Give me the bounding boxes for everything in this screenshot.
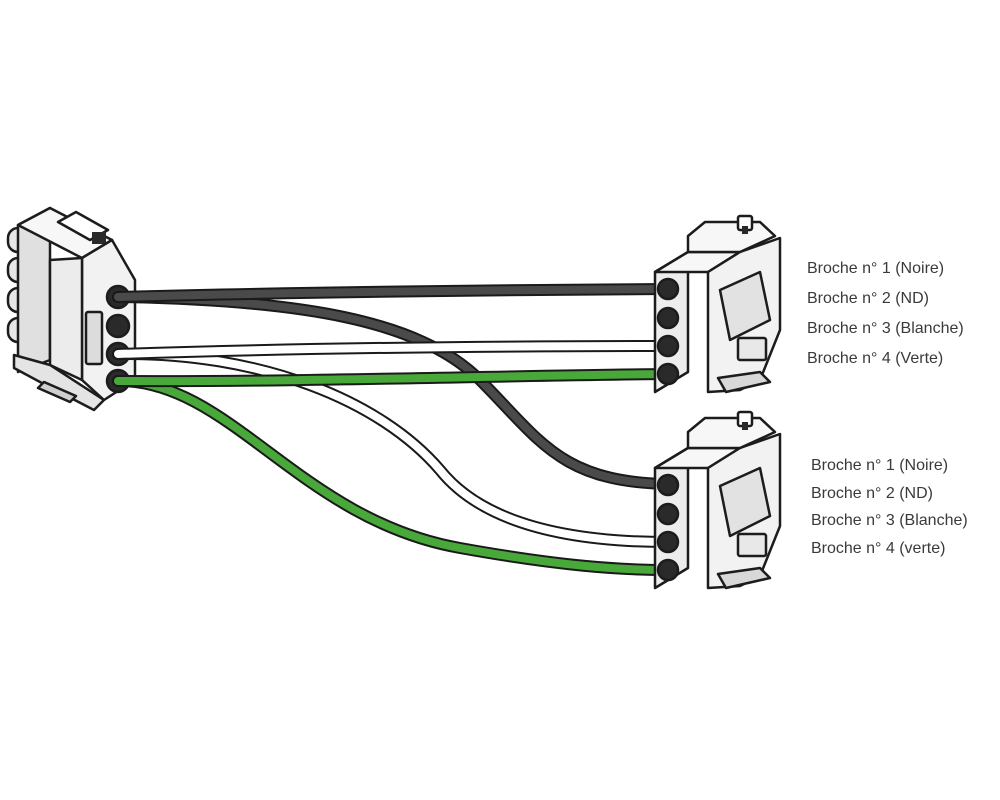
- bottom-connector: [653, 410, 782, 590]
- bottom-pin-2-label: Broche n° 2 (ND): [811, 485, 933, 502]
- top-pin-1-label: Broche n° 1 (Noire): [807, 260, 945, 277]
- top-pin-4-label: Broche n° 4 (Verte): [807, 350, 944, 367]
- black-wire-to-bottom-connector: [112, 291, 674, 490]
- bottom-pin-1-label: Broche n° 1 (Noire): [811, 457, 949, 474]
- bottom-pin-4-label: Broche n° 4 (verte): [811, 540, 946, 557]
- top-pin-3-label: Broche n° 3 (Blanche): [807, 320, 964, 337]
- bottom-pin-3-label: Broche n° 3 (Blanche): [811, 512, 968, 529]
- wire-bundle: [112, 283, 674, 576]
- top-pin-2-label: Broche n° 2 (ND): [807, 290, 929, 307]
- top-connector: [653, 214, 782, 394]
